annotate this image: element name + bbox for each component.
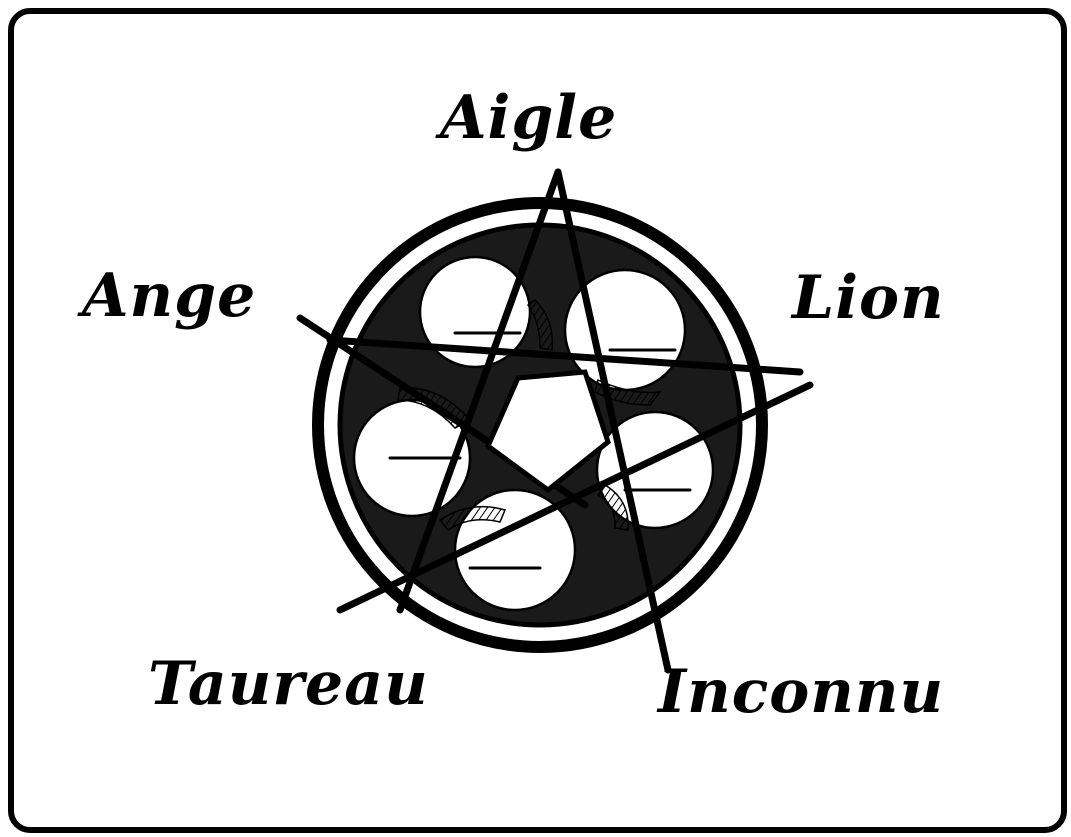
label-taureau: Taureau: [148, 654, 429, 714]
label-ange: Ange: [82, 266, 256, 326]
label-aigle: Aigle: [440, 88, 617, 148]
label-inconnu: Inconnu: [658, 662, 944, 722]
label-lion: Lion: [792, 268, 945, 328]
